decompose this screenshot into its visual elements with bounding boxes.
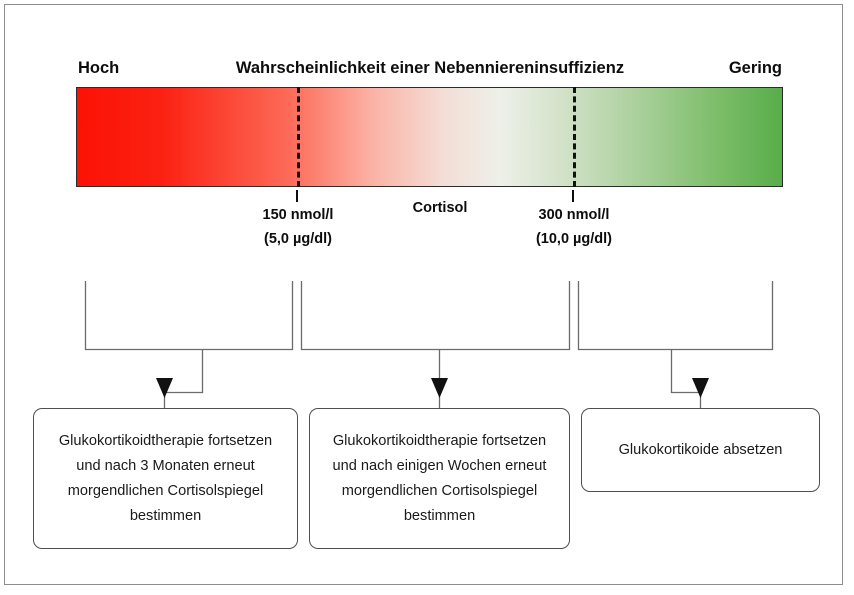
recommendation-line: Glukokortikoidtherapie fortsetzen	[58, 432, 273, 449]
threshold-label-150: 150 nmol/l (5,0 µg/dl)	[193, 203, 403, 251]
scale-low-label: Gering	[728, 59, 782, 77]
figure-title: Wahrscheinlichkeit einer Nebenniereninsu…	[235, 59, 625, 77]
scale-header: Hoch Wahrscheinlichkeit einer Nebenniere…	[78, 57, 782, 81]
recommendation-box-intermediate-risk: Glukokortikoidtherapie fortsetzen und na…	[309, 408, 570, 549]
axis-label-cortisol: Cortisol	[412, 200, 468, 216]
threshold-divider-150	[297, 87, 300, 187]
recommendation-line: morgendlichen Cortisolspiegel	[341, 482, 538, 499]
threshold-label-300: 300 nmol/l (10,0 µg/dl)	[469, 203, 679, 251]
threshold-primary-300: 300 nmol/l	[538, 207, 610, 223]
recommendation-line: bestimmen	[129, 507, 202, 524]
threshold-tick-300	[572, 190, 574, 202]
recommendation-box-low-risk: Glukokortikoide absetzen	[581, 408, 820, 492]
threshold-primary-150: 150 nmol/l	[262, 207, 334, 223]
threshold-divider-300	[573, 87, 576, 187]
threshold-tick-150	[296, 190, 298, 202]
recommendation-line: Glukokortikoide absetzen	[618, 441, 783, 458]
threshold-secondary-300: (10,0 µg/dl)	[535, 231, 613, 247]
recommendation-box-high-risk: Glukokortikoidtherapie fortsetzen und na…	[33, 408, 298, 549]
threshold-secondary-150: (5,0 µg/dl)	[264, 231, 332, 247]
recommendation-line: morgendlichen Cortisolspiegel	[67, 482, 264, 499]
recommendation-line: bestimmen	[403, 507, 476, 524]
risk-gradient-bar-wrapper	[76, 87, 783, 187]
scale-high-label: Hoch	[78, 59, 120, 77]
risk-gradient-bar	[76, 87, 783, 187]
copyright-notice: © Universimed	[838, 0, 852, 4]
recommendation-line: und nach einigen Wochen erneut	[332, 457, 547, 474]
recommendation-line: Glukokortikoidtherapie fortsetzen	[332, 432, 547, 449]
recommendation-line: und nach 3 Monaten erneut	[76, 457, 255, 474]
figure-frame	[4, 4, 843, 585]
